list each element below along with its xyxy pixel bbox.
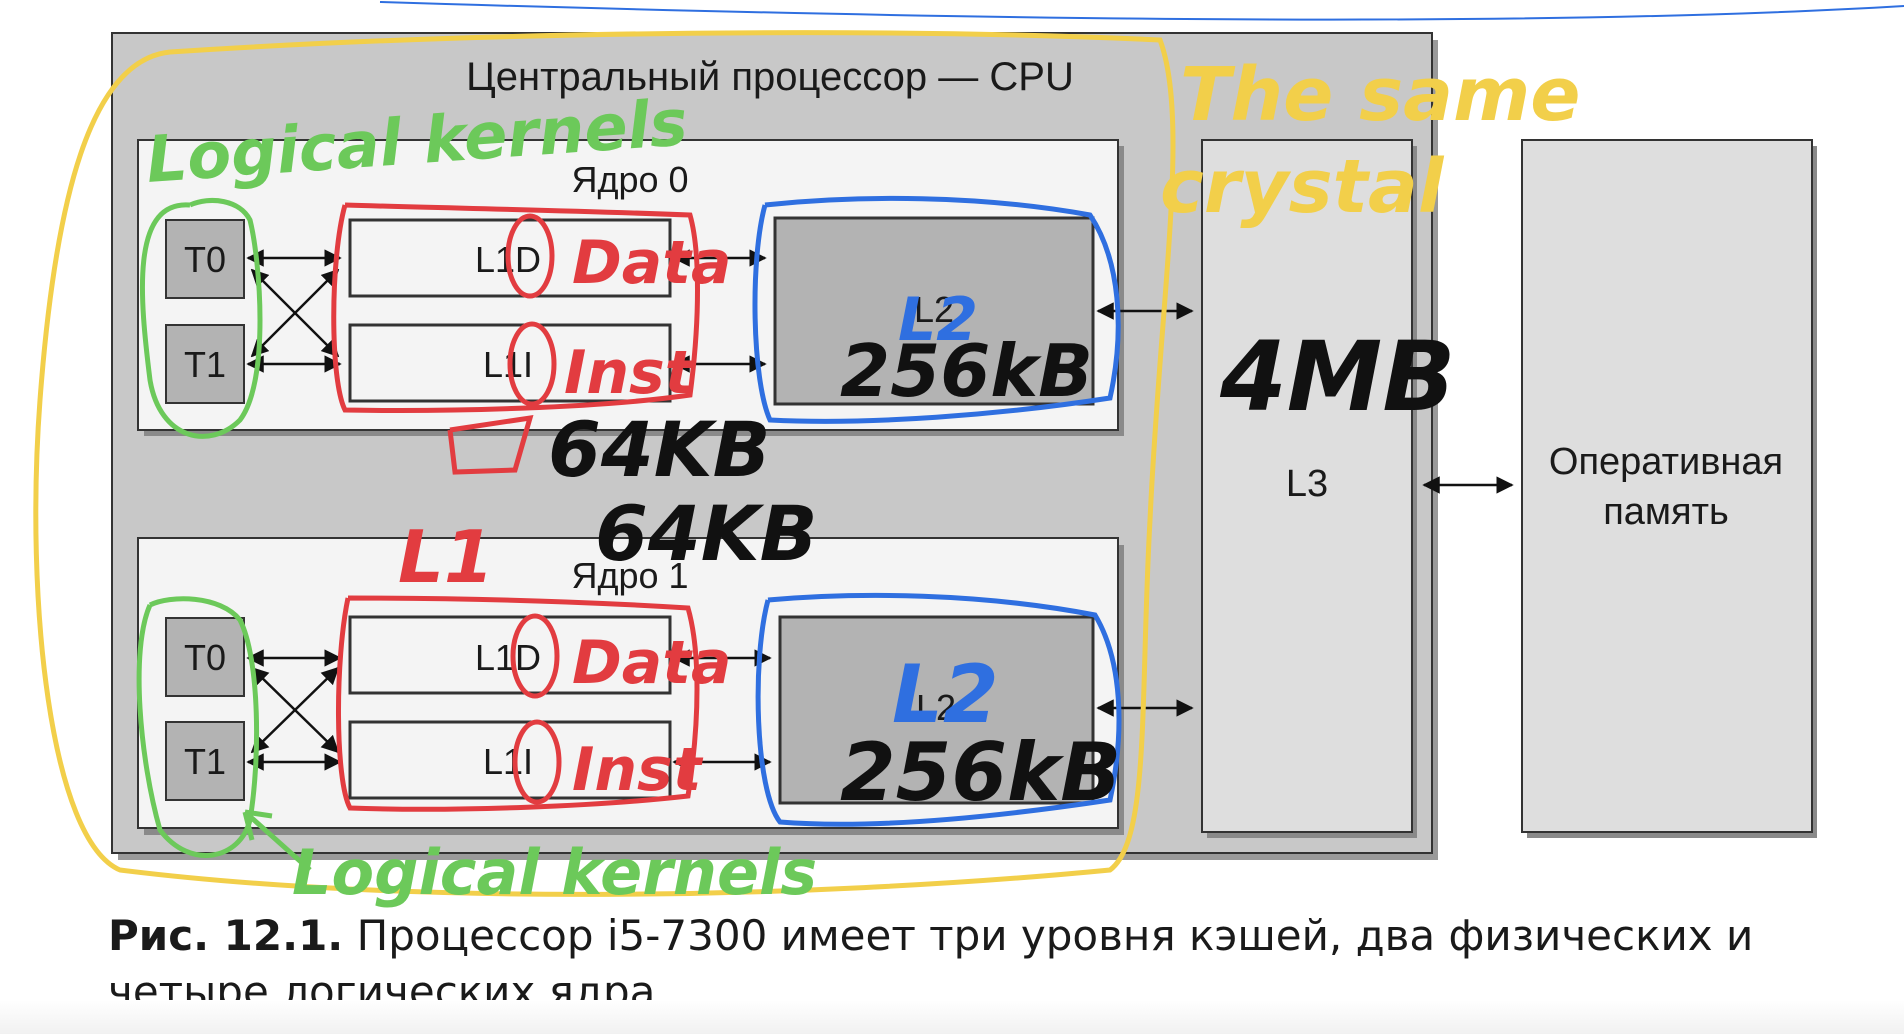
ram-box xyxy=(1521,139,1813,833)
l3-box xyxy=(1201,139,1413,833)
core0-l2-box xyxy=(773,216,1095,406)
red-circle-l1i-core1 xyxy=(512,719,562,805)
ink-l1-size-1: 64KB xyxy=(548,405,771,494)
core1-l1i-box xyxy=(348,720,672,800)
core1-t1-box xyxy=(165,721,245,801)
bottom-fade xyxy=(0,1000,1904,1034)
core1-l1d-label: L1D xyxy=(475,637,541,678)
red-l1-bracket-core1 xyxy=(335,595,700,812)
core1-l1i-label: L1I xyxy=(483,741,533,782)
core0-t0-box xyxy=(165,219,245,299)
core0-arrows xyxy=(246,249,1194,373)
blue-l2-mark-core0: L2 xyxy=(898,285,978,355)
ink-l2-size-core0: 256kB xyxy=(840,329,1093,413)
red-l1-mark-core0 xyxy=(447,414,534,475)
core1-arrows xyxy=(246,649,1194,771)
green-loop-core1 xyxy=(136,596,260,858)
yellow-same-label: The same xyxy=(1180,52,1580,138)
red-l1-label: L1 xyxy=(398,515,494,599)
red-data-core1: Data xyxy=(572,628,731,698)
core0-t0-label: T0 xyxy=(184,239,226,280)
caption-label: Рис. 12.1. xyxy=(108,911,344,960)
red-inst-core0: Inst xyxy=(564,338,696,408)
green-loop-core0 xyxy=(139,197,263,439)
core0-t1-box xyxy=(165,324,245,404)
core0-t1-label: T1 xyxy=(184,344,226,385)
red-circle-l1i-core0 xyxy=(507,321,557,407)
green-pointer-head xyxy=(242,809,273,841)
core1-t0-box xyxy=(165,617,245,697)
green-logical-kernels-bottom: Logical kernels xyxy=(292,836,817,909)
blue-l2-loop-core0 xyxy=(752,195,1121,424)
green-pointer-arrow xyxy=(243,810,312,872)
ram-label-line2: память xyxy=(1603,491,1729,533)
red-data-core0: Data xyxy=(572,228,731,298)
yellow-crystal-label: crystal xyxy=(1160,144,1445,230)
yellow-crystal-loop xyxy=(33,30,1176,897)
l3-label: L3 xyxy=(1286,463,1328,505)
core1-label: Ядро 1 xyxy=(571,555,688,596)
core0-l2-label: L2 xyxy=(914,289,954,330)
core0-label: Ядро 0 xyxy=(571,159,688,200)
ink-l2-size-core1: 256kB xyxy=(840,726,1121,819)
cpu-title: Центральный процессор — CPU xyxy=(466,55,1074,99)
ink-l3-size: 4MB xyxy=(1219,321,1456,433)
ink-l1-size-2: 64KB xyxy=(595,489,818,578)
red-circle-l1d-core1 xyxy=(510,613,560,699)
core1-l1d-box xyxy=(348,615,672,695)
red-l1-bracket-core0 xyxy=(331,202,700,413)
blue-l2-mark-core1: L2 xyxy=(892,648,999,741)
blue-l2-loop-core1 xyxy=(755,592,1122,827)
core1-t1-label: T1 xyxy=(184,741,226,782)
core1-t0-label: T0 xyxy=(184,637,226,678)
core1-l2-box xyxy=(778,615,1095,805)
ram-label-line1: Оперативная xyxy=(1549,441,1783,483)
red-circle-l1d-core0 xyxy=(505,213,555,299)
top-blue-stroke xyxy=(379,1,1904,21)
core1-l2-label: L2 xyxy=(916,687,956,728)
red-inst-core1: Inst xyxy=(572,735,704,805)
